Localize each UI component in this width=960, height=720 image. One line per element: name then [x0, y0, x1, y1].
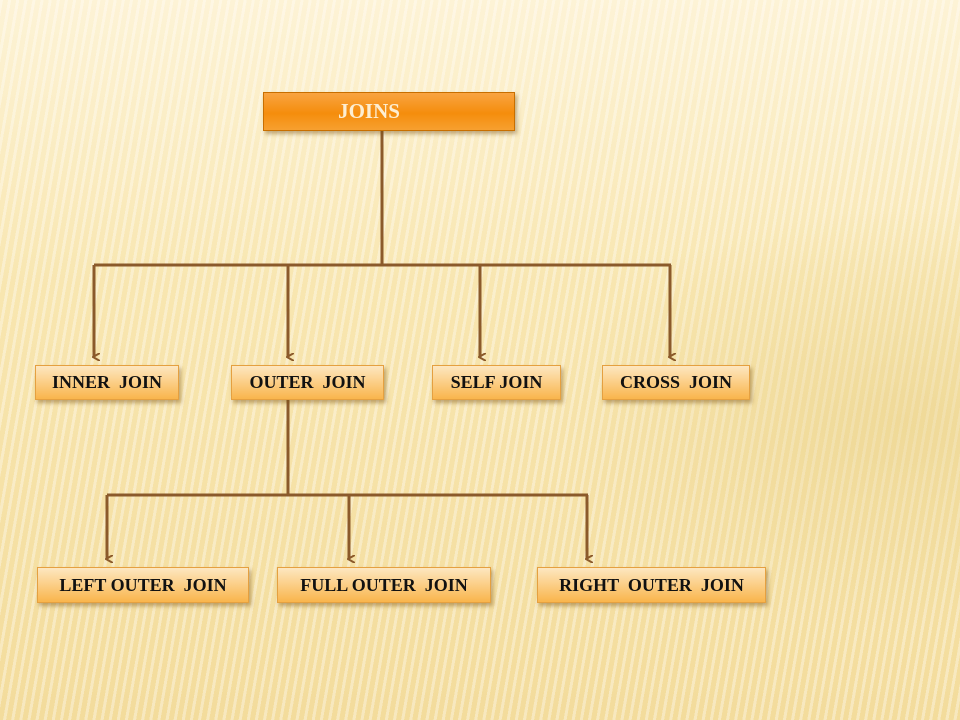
node-cross-join: CROSS JOIN: [602, 365, 750, 400]
node-right-outer-join: RIGHT OUTER JOIN: [537, 567, 766, 603]
node-joins: JOINS: [263, 92, 515, 131]
node-full-outer-join: FULL OUTER JOIN: [277, 567, 491, 603]
node-self-join: SELF JOIN: [432, 365, 561, 400]
node-left-outer-join: LEFT OUTER JOIN: [37, 567, 249, 603]
node-outer-join: OUTER JOIN: [231, 365, 384, 400]
node-inner-join: INNER JOIN: [35, 365, 179, 400]
